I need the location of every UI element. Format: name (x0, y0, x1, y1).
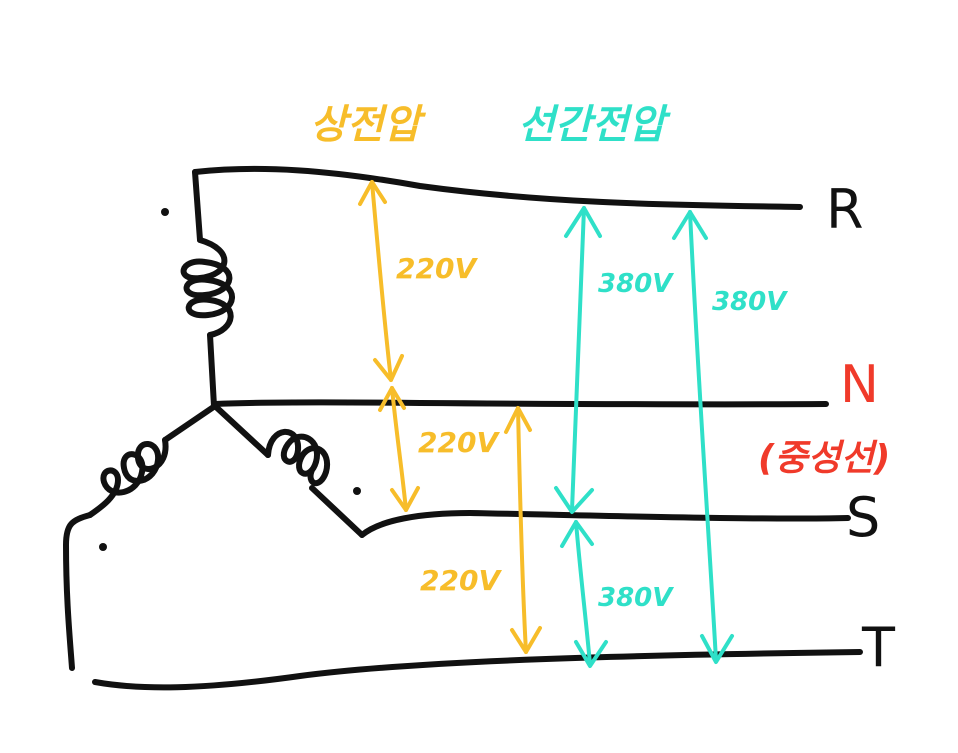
winding-s-coil (265, 428, 331, 486)
winding-r-lead-bottom (207, 332, 217, 409)
s-line (359, 510, 851, 538)
polarity-dot-r (161, 208, 169, 216)
t-line (92, 649, 863, 691)
winding-t-lead-bottom (63, 512, 93, 671)
label-s: S (846, 486, 880, 549)
r-line (192, 165, 803, 210)
winding-r-lead-top (192, 169, 203, 243)
label-n: N (840, 355, 879, 415)
label-t: T (861, 616, 896, 679)
n-line (212, 399, 829, 408)
line-voltage-st-label: 380V (598, 583, 674, 613)
winding-r-coil (180, 237, 235, 338)
phase-arrow-nt (504, 406, 542, 654)
phase-arrow-ns (378, 386, 420, 512)
line-voltage-title: 선간전압 (518, 102, 671, 148)
winding-t-lead-top (162, 403, 218, 443)
polarity-dot-t (99, 543, 107, 551)
line-voltage-rt-label: 380V (712, 287, 788, 317)
phase-voltage-rn-label: 220V (396, 252, 478, 285)
winding-s-lead-top (212, 403, 271, 458)
line-arrow-rs (554, 206, 602, 514)
phase-voltage-ns-label: 220V (418, 426, 500, 459)
line-arrow-st (560, 520, 608, 668)
line-arrow-rt (672, 210, 734, 664)
line-voltage-rs-label: 380V (598, 269, 674, 299)
phase-voltage-title: 상전압 (310, 102, 427, 148)
label-r: R (826, 178, 864, 241)
phase-voltage-nt-label: 220V (420, 564, 502, 597)
polarity-dot-s (353, 487, 361, 495)
label-neutral: (중성선) (758, 438, 890, 479)
phase-arrow-rn (358, 180, 404, 382)
winding-s-lead-bottom (309, 485, 365, 538)
winding-t-coil (87, 437, 169, 518)
